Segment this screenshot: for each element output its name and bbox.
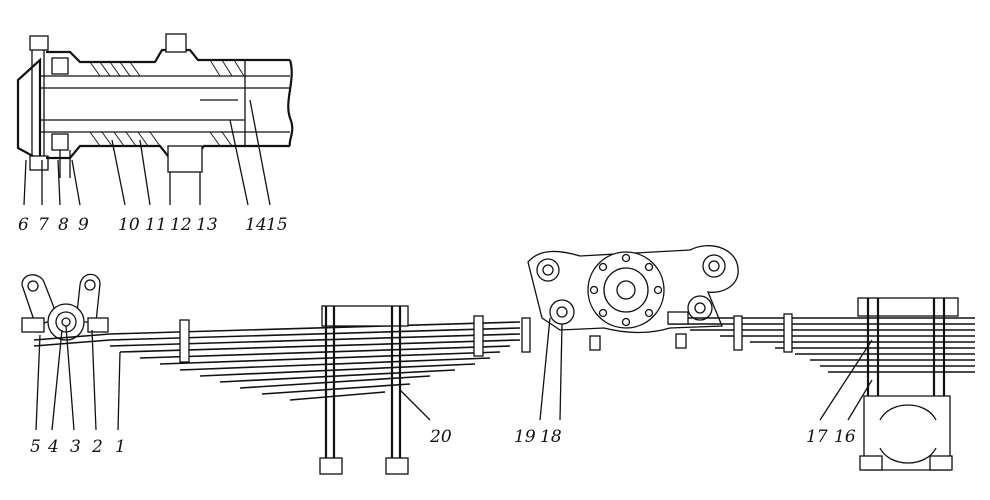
label-14: 14 [245,215,267,235]
right-nut-left [859,455,883,471]
label-20: 20 [429,427,452,447]
left-leaf-spring [21,273,531,475]
trunnion-center [616,280,636,300]
label-10: 10 [118,215,140,235]
detail-leaders [23,99,271,206]
label-16: 16 [834,427,856,447]
clamp-bracket [167,145,203,173]
center-leaders [539,317,563,421]
flange-lines [31,40,45,170]
upper-pin-left-core [542,264,554,276]
label-18: 18 [540,427,562,447]
right-rebound-clip-2 [783,313,793,353]
top-bolt [29,35,49,51]
hub-bolts [589,253,663,327]
upper-pin-right-core [708,260,720,272]
clamp-arc-bottom [879,447,937,464]
ear-hole-right [84,279,96,291]
right-rebound-clip-1 [733,315,743,351]
main-labels: 5 4 3 2 1 20 19 18 17 16 [30,427,856,457]
tube-inner [40,87,290,121]
u-bolt-left [324,306,336,462]
bracket-right [87,317,109,333]
clamp-arc-top [879,404,937,421]
detail-labels: 6 7 8 9 10 11 12 13 14 15 [18,215,288,235]
bearing-leaders [59,150,71,178]
axle-section-detail [16,33,294,206]
label-1: 1 [115,437,126,457]
label-6: 6 [18,215,29,235]
u-bolt-nut-left [319,457,343,475]
u-bolt-right [390,306,402,462]
lower-pin-right-core [694,302,706,314]
bracket-stud-right [675,333,687,349]
spring-end-pad [521,317,531,353]
rebound-clip-2 [473,315,484,357]
label-9: 9 [78,215,89,235]
label-13: 13 [196,215,218,235]
hatching [89,59,245,147]
lower-pin-left-core [556,306,568,318]
bottom-bolt [29,155,49,171]
label-2: 2 [91,437,103,457]
tube-wall [40,75,290,133]
label-12: 12 [170,215,192,235]
label-4: 4 [47,437,59,457]
label-17: 17 [806,427,828,447]
label-15: 15 [266,215,288,235]
label-7: 7 [38,215,49,235]
label-11: 11 [145,215,167,235]
housing-bottom [46,144,290,160]
label-8: 8 [58,215,69,235]
label-5: 5 [30,437,41,457]
end-cap [16,57,42,162]
u-bolt-nut-right [385,457,409,475]
ear-hole-left [27,280,39,292]
pin [61,317,71,327]
right-leaf-spring [667,297,975,471]
right-nut-right [929,455,953,471]
label-19: 19 [514,427,536,447]
housing-top [46,48,290,64]
rebound-clip-1 [179,319,190,363]
bearing-top [51,57,69,75]
leaf-stack-left [33,321,521,401]
spring-seat [321,305,409,327]
break-line [287,59,294,147]
balancer-trunnion-bracket [527,245,739,421]
bracket-left [21,317,45,333]
right-spring-end [667,311,689,325]
top-clamp [165,33,187,53]
bearing-bottom [51,133,69,151]
right-leaders [819,339,873,421]
left-leaders [35,325,431,431]
bracket-stud-left [589,335,601,351]
label-3: 3 [70,437,81,457]
